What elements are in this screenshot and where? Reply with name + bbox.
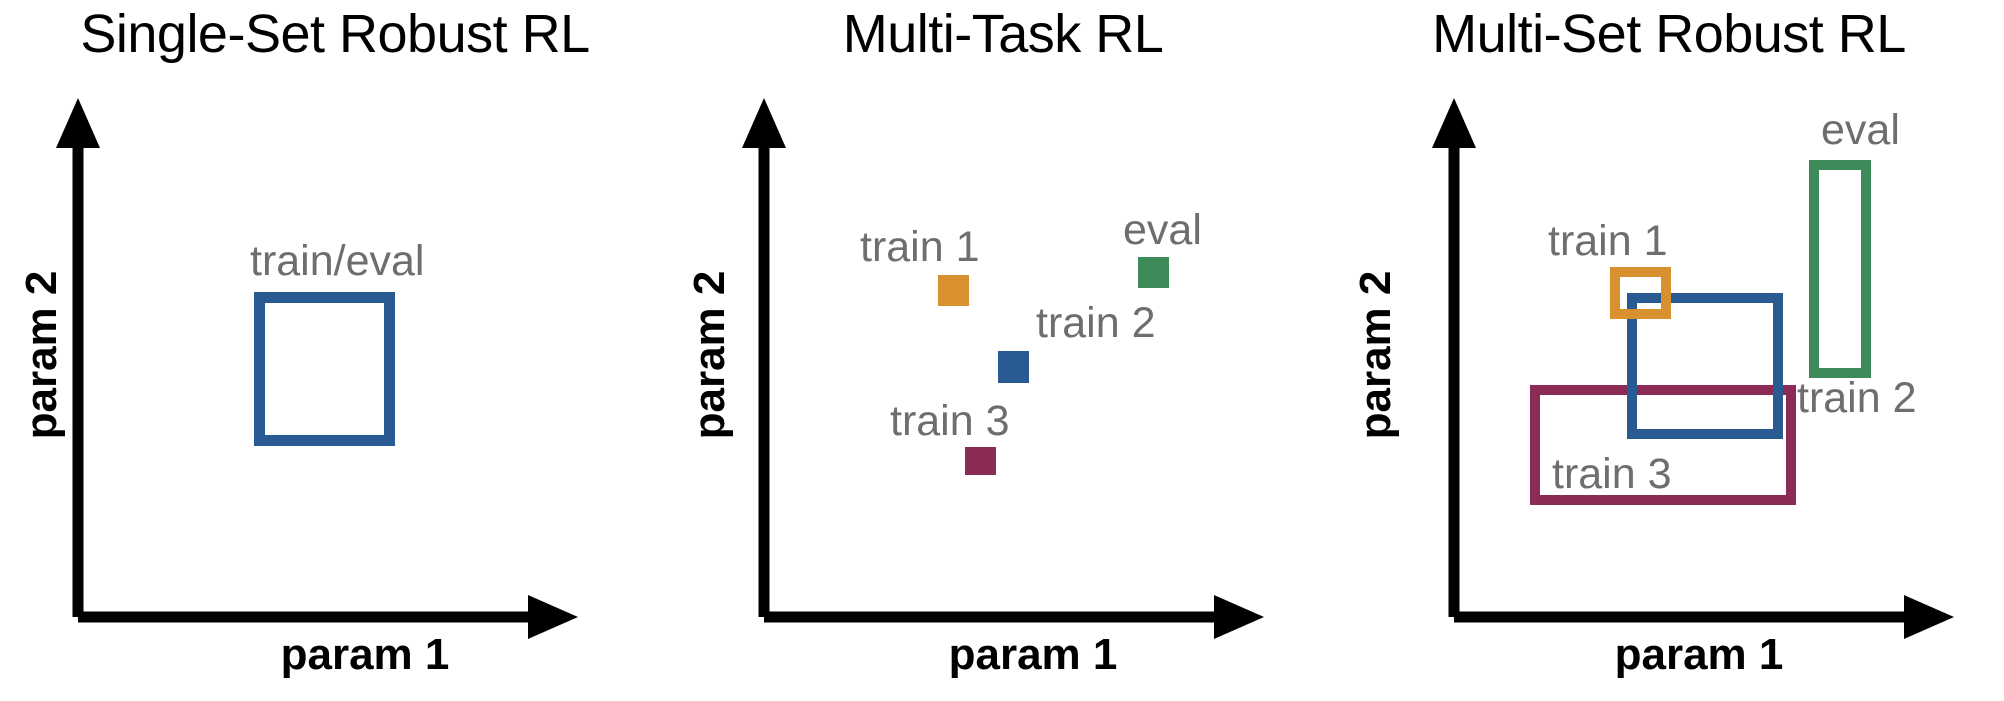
train-1-label: train 1 — [860, 223, 980, 271]
axes — [742, 98, 1264, 639]
train-1-label: train 1 — [1548, 217, 1668, 265]
train-3-label: train 3 — [890, 397, 1010, 445]
train-2-point — [998, 351, 1029, 383]
x-axis-label: param 1 — [1614, 630, 1784, 679]
panel-title: Multi-Set Robust RL — [1432, 4, 1906, 64]
train-2-label: train 2 — [1797, 374, 1917, 422]
train-3-label: train 3 — [1552, 450, 1672, 498]
axes — [1432, 98, 1954, 639]
train-eval-region — [254, 292, 395, 446]
panel-multi-set-robust-rl: Multi-Set Robust RL param 1 param 2 trai… — [1334, 0, 2004, 701]
panel-single-set-robust-rl: Single-Set Robust RL param 1 param 2 tra… — [0, 0, 670, 701]
x-axis-label: param 1 — [948, 630, 1118, 679]
train-1-point — [938, 275, 969, 306]
train-2-label: train 2 — [1036, 299, 1156, 347]
eval-region — [1809, 160, 1871, 378]
x-axis-label: param 1 — [280, 630, 450, 679]
eval-label: eval — [1123, 206, 1202, 254]
panel-multi-task-rl: Multi-Task RL param 1 param 2 train 1 ev… — [668, 0, 1338, 701]
axes — [56, 98, 578, 639]
y-axis-label: param 2 — [17, 270, 66, 440]
train-3-point — [965, 447, 996, 475]
eval-point — [1138, 257, 1169, 288]
eval-label: eval — [1821, 106, 1900, 154]
train-3-region — [1530, 385, 1796, 505]
y-axis-label: param 2 — [685, 270, 734, 440]
train-2-region — [1627, 293, 1783, 439]
panel-title: Single-Set Robust RL — [80, 4, 590, 64]
train-1-region — [1610, 267, 1671, 319]
y-axis-label: param 2 — [1351, 270, 1400, 440]
train-eval-region-label: train/eval — [250, 237, 425, 285]
panel-title: Multi-Task RL — [842, 4, 1164, 64]
